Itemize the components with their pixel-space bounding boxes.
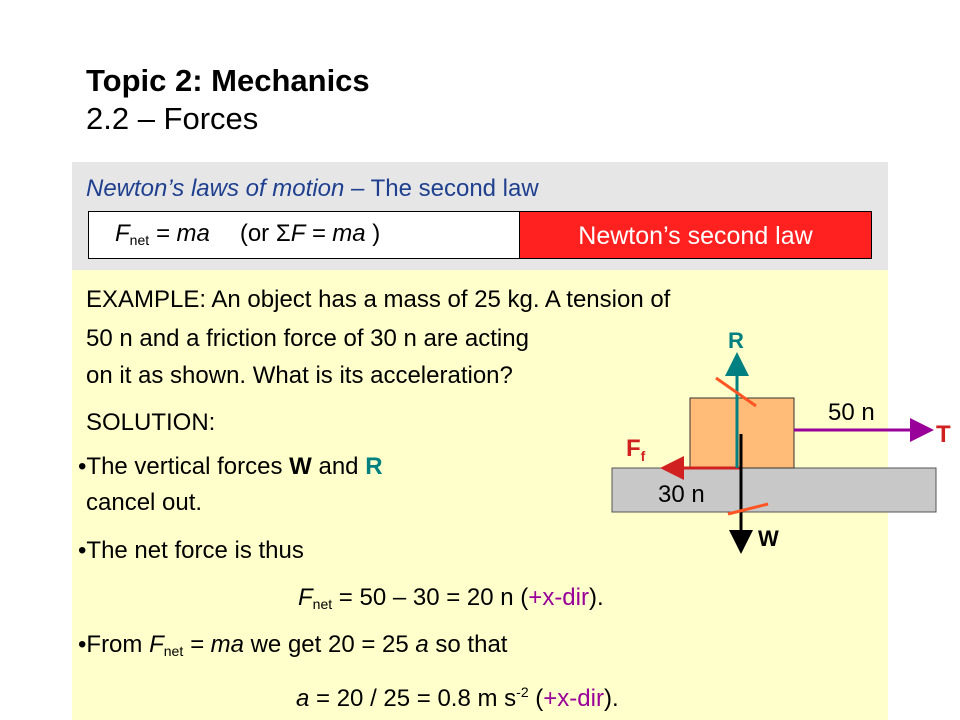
friction-label: Ff xyxy=(626,435,646,464)
law-label-box: Newton’s second law xyxy=(520,211,872,259)
example-line-1: EXAMPLE: An object has a mass of 25 kg. … xyxy=(86,286,671,313)
slide-title: Topic 2: Mechanics 2.2 – Forces xyxy=(86,62,370,138)
weight-label: W xyxy=(758,526,779,551)
example-line-2: 50 n and a friction force of 30 n are ac… xyxy=(86,325,529,352)
example-line-3: on it as shown. What is its acceleration… xyxy=(86,362,513,389)
bullet-icon: • xyxy=(78,453,87,480)
tension-label: T xyxy=(936,421,951,448)
formula-text: Fnet = ma(or ΣF = ma ) xyxy=(115,220,381,248)
section-heading: Newton’s laws of motion – The second law xyxy=(86,175,539,202)
title-line-topic: Topic 2: Mechanics xyxy=(86,63,370,98)
solution-label: SOLUTION: xyxy=(86,409,216,436)
solution-bullet-3: •From Fnet = ma we get 20 = 25 a so that xyxy=(78,631,508,659)
friction-value: 30 n xyxy=(658,481,705,508)
cancel-mark-lower xyxy=(727,502,769,516)
formula-box: Fnet = ma(or ΣF = ma ) xyxy=(88,211,520,259)
net-force-equation: Fnet = 50 – 30 = 20 n (+x-dir). xyxy=(298,584,604,612)
solution-bullet-1: •The vertical forces W and R xyxy=(78,453,383,480)
solution-bullet-2: •The net force is thus xyxy=(78,537,304,564)
normal-force-label: R xyxy=(728,328,744,353)
bullet-icon: • xyxy=(78,631,87,658)
acceleration-equation: a = 20 / 25 = 0.8 m s-2 (+x-dir). xyxy=(296,684,619,712)
bullet-icon: • xyxy=(78,537,87,564)
title-line-subtopic: 2.2 – Forces xyxy=(86,101,259,136)
solution-bullet-1-line-2: cancel out. xyxy=(86,489,203,516)
tension-value: 50 n xyxy=(828,399,875,426)
cancel-mark-upper xyxy=(715,376,757,408)
